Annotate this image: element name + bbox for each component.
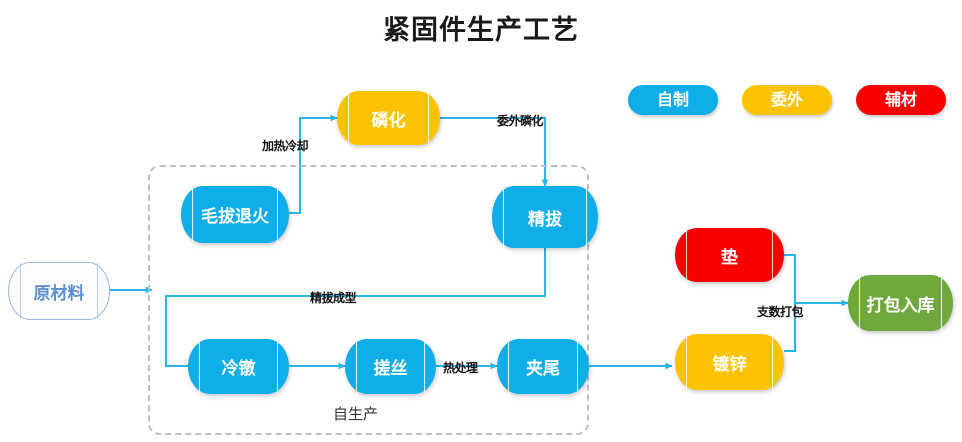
node-galvanizing[interactable]: 镀锌 xyxy=(675,334,784,390)
edge-label-fine-draw-forming: 精拔成型 xyxy=(310,291,357,305)
node-label-cold-heading: 冷镦 xyxy=(221,359,256,379)
node-washer[interactable]: 垫 xyxy=(675,228,784,282)
node-label-raw-material: 原材料 xyxy=(33,283,85,304)
node-thread-rolling[interactable]: 搓丝 xyxy=(345,339,436,394)
node-tail-clamping[interactable]: 夹尾 xyxy=(497,339,589,394)
node-cold-heading[interactable]: 冷镦 xyxy=(188,339,289,394)
edge-label-outsource-phosphating: 委外磷化 xyxy=(497,114,544,128)
node-rough-draw-annealing[interactable]: 毛拔退火 xyxy=(181,186,289,243)
legend-item-self[interactable]: 自制 xyxy=(628,85,718,115)
self-production-group xyxy=(148,165,589,435)
node-label-packing-warehouse: 打包入库 xyxy=(866,295,935,316)
edge-label-count-packing: 支数打包 xyxy=(757,305,804,319)
node-label-galvanizing: 镀锌 xyxy=(712,354,747,375)
node-label-phosphating: 磷化 xyxy=(371,110,406,131)
node-label-fine-drawing: 精拔 xyxy=(528,209,562,230)
self-production-group-label: 自生产 xyxy=(333,405,379,423)
page-title: 紧固件生产工艺 xyxy=(383,15,579,46)
node-packing-warehouse[interactable]: 打包入库 xyxy=(848,275,953,331)
legend-item-aux[interactable]: 辅材 xyxy=(856,85,946,115)
node-label-washer: 垫 xyxy=(721,247,738,268)
node-label-thread-rolling: 搓丝 xyxy=(373,359,408,379)
edge-galvanize-to-merge xyxy=(784,303,796,352)
legend-label-self: 自制 xyxy=(656,90,689,109)
node-fine-drawing[interactable]: 精拔 xyxy=(492,186,598,248)
legend-item-outsource[interactable]: 委外 xyxy=(742,85,832,115)
legend-label-aux: 辅材 xyxy=(884,90,917,109)
node-phosphating[interactable]: 磷化 xyxy=(337,91,440,145)
edge-phosphate-to-finedraw xyxy=(440,117,549,187)
node-label-rough-draw-annealing: 毛拔退火 xyxy=(201,207,269,227)
node-raw-material[interactable]: 原材料 xyxy=(8,262,110,320)
edge-label-heat-treatment: 热处理 xyxy=(443,361,478,375)
legend-label-outsource: 委外 xyxy=(770,90,803,109)
edge-label-heat-cool: 加热冷却 xyxy=(262,139,309,153)
node-label-tail-clamping: 夹尾 xyxy=(526,359,560,379)
edge-washer-to-merge xyxy=(784,254,796,303)
edge-finedraw-to-coldhead xyxy=(165,248,546,370)
